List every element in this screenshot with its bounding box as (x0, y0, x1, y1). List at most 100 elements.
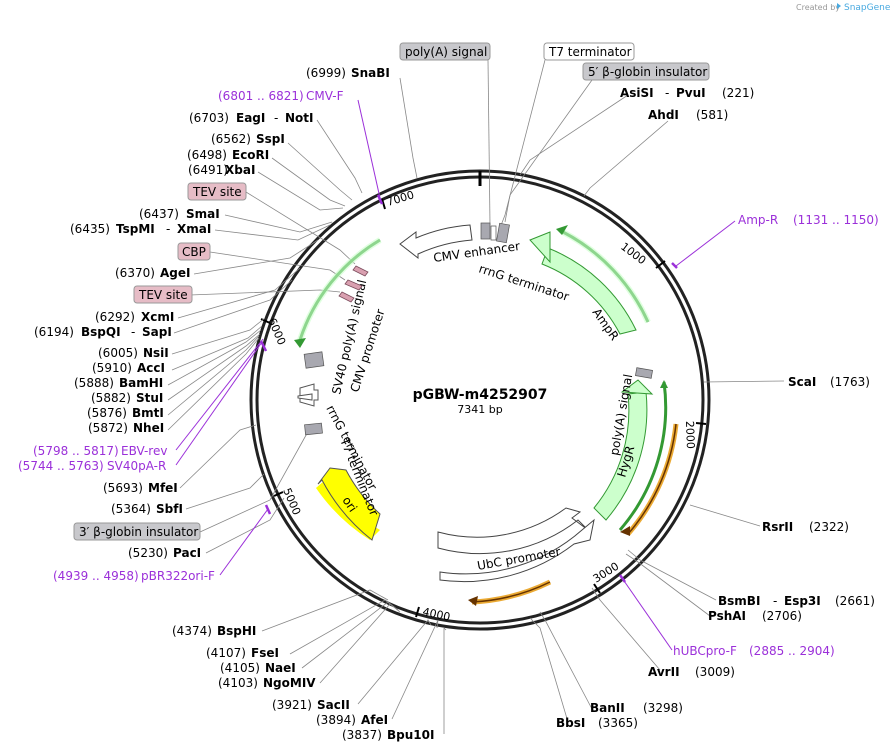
snapgene-logo-icon (837, 3, 841, 9)
enzyme-labels-left[interactable]: (6999)SnaBI (6703)EagI-NotI (6562)SspI (… (34, 66, 434, 742)
enzyme-xcmi: XcmI (141, 310, 174, 324)
orf-orange-bottom (471, 579, 552, 605)
enzyme-bamhi: BamHI (119, 376, 163, 390)
boxed-label-tev-site-1[interactable] (187, 182, 247, 201)
enzyme-eagi: EagI (236, 111, 265, 125)
svg-text:-: - (274, 111, 278, 125)
svg-text:(3921): (3921) (272, 698, 312, 712)
svg-text:(6562): (6562) (211, 132, 251, 146)
svg-text:(4107): (4107) (206, 646, 246, 660)
enzyme-ngomiv: NgoMIV (263, 676, 316, 690)
svg-text:-: - (665, 86, 669, 100)
enzyme-asisi: AsiSI (620, 86, 654, 100)
svg-text:(5693): (5693) (103, 481, 143, 495)
enzyme-nhei: NheI (133, 421, 164, 435)
svg-text:(3298): (3298) (643, 701, 683, 715)
svg-text:(5798 .. 5817): (5798 .. 5817) (33, 444, 119, 458)
enzyme-scai: ScaI (788, 375, 816, 389)
enzyme-sspi: SspI (256, 132, 285, 146)
svg-text:(5744 .. 5763): (5744 .. 5763) (18, 459, 104, 473)
enzyme-acci: AccI (137, 361, 165, 375)
primer-amp-r: Amp-R (738, 213, 778, 227)
sv40-polya-box (303, 351, 325, 369)
tick-1000: 1000 (618, 240, 648, 267)
svg-text:(2706): (2706) (762, 609, 802, 623)
svg-text:(5230): (5230) (128, 546, 168, 560)
enzyme-afei: AfeI (361, 713, 388, 727)
svg-text:(5872): (5872) (88, 421, 128, 435)
snapgene-brand: SnapGene (844, 3, 891, 13)
svg-text:(1763): (1763) (830, 375, 870, 389)
enzyme-banii: BanII (590, 701, 625, 715)
enzyme-agei: AgeI (160, 266, 190, 280)
enzyme-sbfi: SbfI (156, 502, 183, 516)
primer-sv40pa-r: SV40pA-R (107, 459, 166, 473)
plasmid-name: pGBW-m4252907 (413, 387, 548, 403)
svg-text:(5364): (5364) (111, 502, 151, 516)
svg-text:(5882): (5882) (91, 391, 131, 405)
boxed-label-tev-site-2[interactable] (133, 285, 193, 304)
svg-text:-: - (773, 594, 777, 608)
svg-text:(3894): (3894) (316, 713, 356, 727)
svg-text:3′ β-globin insulator: 3′ β-globin insulator (79, 525, 198, 539)
svg-text:(6801 .. 6821): (6801 .. 6821) (218, 89, 304, 103)
enzyme-paci: PacI (173, 546, 201, 560)
enzyme-leader-lines-right (519, 94, 785, 723)
svg-text:-: - (131, 325, 135, 339)
tick-3000: 3000 (591, 560, 622, 586)
primer-leader-lines (175, 99, 736, 651)
primer-hubcpro-f: hUBCpro-F (673, 644, 737, 658)
svg-text:TEV site: TEV site (138, 288, 188, 302)
boxed-label-3-beta-globin[interactable] (73, 522, 201, 541)
enzyme-snabi: SnaBI (351, 66, 390, 80)
enzyme-bpu10i: Bpu10I (387, 728, 434, 742)
feature-leader-lines (189, 59, 593, 533)
rrng-box-top (496, 222, 510, 244)
svg-text:(6703): (6703) (189, 111, 229, 125)
primer-binding-marks (259, 194, 678, 583)
svg-text:(2661): (2661) (835, 594, 875, 608)
enzyme-bsphi: BspHI (217, 624, 256, 638)
boxed-label-t7-terminator[interactable] (543, 42, 635, 61)
enzyme-ahdi: AhdI (648, 108, 679, 122)
ubc-promoter-feature (437, 507, 589, 555)
svg-text:(4939 .. 4958): (4939 .. 4958) (53, 569, 139, 583)
hygr-orf-arc (618, 381, 668, 531)
polya-box-right (635, 367, 653, 379)
enzyme-xmai: XmaI (177, 222, 211, 236)
svg-text:(6005): (6005) (98, 346, 138, 360)
svg-text:(4374): (4374) (172, 624, 212, 638)
boxed-label-5-beta-globin[interactable] (582, 62, 710, 81)
svg-text:(221): (221) (722, 86, 754, 100)
svg-text:(6437): (6437) (139, 207, 179, 221)
enzyme-nsii: NsiI (143, 346, 169, 360)
enzyme-tspmi: TspMI (116, 222, 155, 236)
plasmid-length: 7341 bp (457, 403, 502, 416)
svg-text:(6498): (6498) (187, 148, 227, 162)
svg-text:(6491): (6491) (188, 163, 228, 177)
enzyme-smai: SmaI (186, 207, 220, 221)
hygr-feature (593, 391, 648, 521)
enzyme-rsrii: RsrII (762, 520, 793, 534)
enzyme-sacii: SacII (317, 698, 350, 712)
enzyme-stui: StuI (136, 391, 163, 405)
svg-text:(4103): (4103) (218, 676, 258, 690)
enzyme-fsei: FseI (251, 646, 279, 660)
svg-text:(6194): (6194) (34, 325, 74, 339)
svg-text:(1131 .. 1150): (1131 .. 1150) (793, 213, 879, 227)
boxed-label-cbp[interactable] (177, 242, 211, 261)
primer-labels[interactable]: (6801 .. 6821)CMV-F Amp-R(1131 .. 1150) … (18, 89, 879, 658)
svg-text:(4105): (4105) (220, 661, 260, 675)
svg-text:-: - (166, 222, 170, 236)
svg-text:(5888): (5888) (74, 376, 114, 390)
tick-2000: 2000 (683, 421, 697, 449)
enzyme-labels-right[interactable]: BbsI(3365) BanII(3298) AvrII(3009) PshAI… (556, 86, 875, 730)
enzyme-sapi: SapI (142, 325, 172, 339)
enzyme-mfei: MfeI (148, 481, 178, 495)
svg-text:TEV site: TEV site (192, 185, 242, 199)
rrng-terminator-box-left (304, 422, 323, 436)
svg-text:T7 terminator: T7 terminator (548, 45, 632, 59)
boxed-label-polya[interactable] (399, 42, 491, 61)
svg-text:poly(A) signal: poly(A) signal (405, 45, 487, 59)
